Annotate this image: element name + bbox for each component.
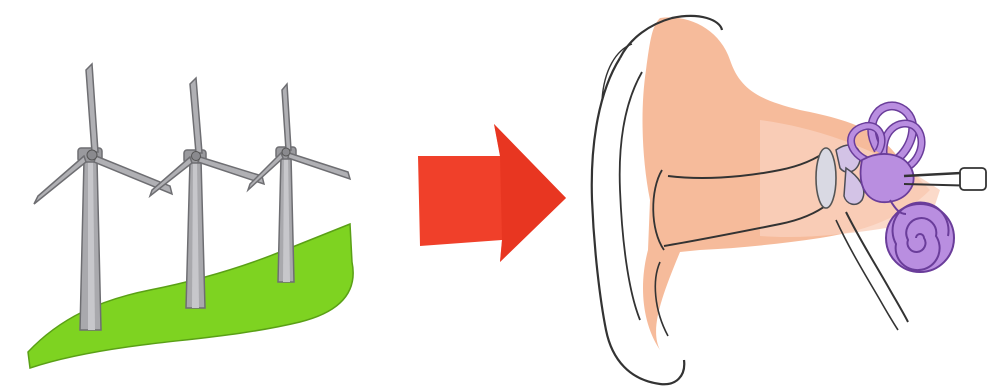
wind-farm-scene [28,64,353,368]
ear-anatomy-scene [592,16,986,384]
arrow-right-icon [418,124,566,262]
eardrum [816,148,836,208]
